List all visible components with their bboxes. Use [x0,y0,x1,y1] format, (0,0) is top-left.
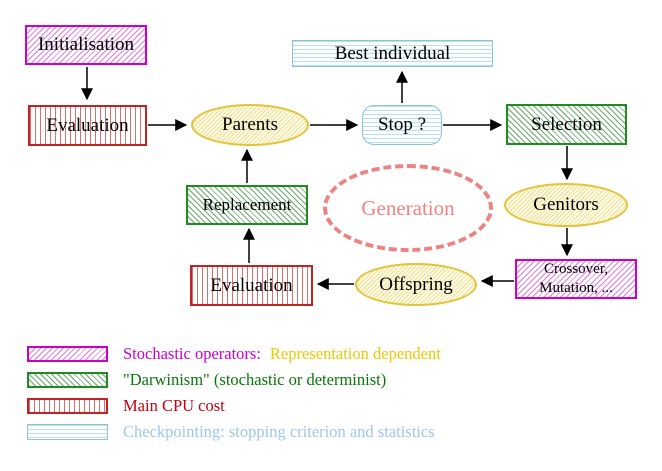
legend-label-representation-dependent: Representation dependent [269,343,441,363]
node-evaluation-bottom-label: Evaluation [210,274,293,296]
legend-label-darwinism: "Darwinism" (stochastic or determinist) [123,369,387,389]
node-evaluation-top-label: Evaluation [46,114,129,136]
legend-row-darwinism: "Darwinism" (stochastic or determinist) [27,369,387,389]
node-selection-label: Selection [531,113,602,135]
node-crossover-label-line2: Mutation, ... [539,280,613,296]
node-stop-label: Stop ? [377,114,427,136]
legend-row-main-cpu-cost: Main CPU cost [27,395,225,415]
node-crossover-mutation: Crossover, Mutation, ... [515,259,637,299]
node-selection: Selection [506,104,627,145]
node-parents-label: Parents [222,114,278,136]
legend-row-stochastic-operators: Stochastic operators: Representation dep… [27,343,441,363]
legend-swatch-cyan-stripes [27,424,108,440]
legend-label-main-cpu-cost: Main CPU cost [123,395,225,415]
node-evaluation-bottom: Evaluation [190,265,313,306]
node-replacement: Replacement [186,185,308,225]
node-stop: Stop ? [362,105,442,145]
legend-swatch-red-stripes [27,398,108,414]
node-offspring-label: Offspring [379,273,453,295]
node-crossover-label-line1: Crossover, [544,260,608,277]
node-best-individual-label: Best individual [334,42,451,64]
legend-swatch-magenta-hatch [27,346,108,362]
legend-label-checkpointing: Checkpointing: stopping criterion and st… [123,421,435,441]
node-genitors: Genitors [504,183,628,227]
legend-label-stochastic-operators: Stochastic operators: [123,343,261,363]
node-initialisation-label: Initialisation [37,34,135,56]
node-replacement-label: Replacement [202,195,292,215]
node-offspring: Offspring [355,263,477,306]
generation-cycle-ellipse: Generation [323,164,493,252]
generation-label: Generation [361,195,455,220]
legend-row-checkpointing: Checkpointing: stopping criterion and st… [27,421,435,441]
node-parents: Parents [191,104,309,146]
node-genitors-label: Genitors [533,194,599,216]
node-best-individual: Best individual [292,40,493,67]
legend-swatch-green-hatch [27,372,108,388]
node-initialisation: Initialisation [25,25,147,65]
node-evaluation-top: Evaluation [28,105,147,146]
